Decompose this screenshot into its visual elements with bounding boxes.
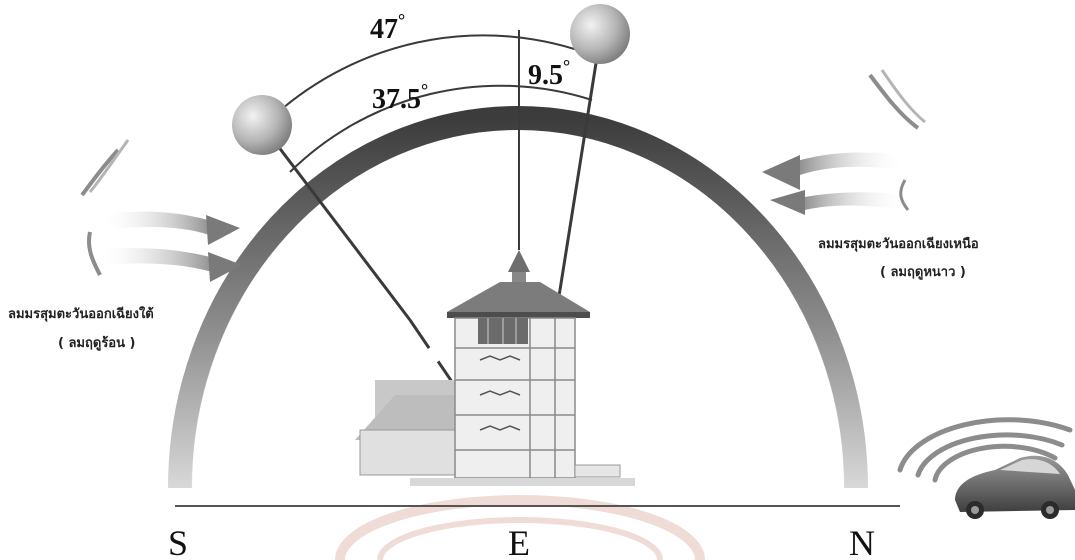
wind-label-northeast: ลมมรสุมตะวันออกเฉียงเหนือ <box>818 236 979 252</box>
wind-label-northeast-season: ( ลมฤดูหนาว ) <box>880 265 966 280</box>
car-icon <box>955 455 1075 519</box>
signal-rings-icon <box>897 417 1073 483</box>
sun-summer-solstice <box>570 4 630 64</box>
wind-arrows-northeast <box>762 69 926 215</box>
wind-label-southwest: ลมมรสุมตะวันออกเฉียงใต้ <box>8 305 154 322</box>
angle-label-9-5: 9.5° <box>528 56 570 91</box>
direction-label-east: E <box>508 523 530 560</box>
wind-label-southwest-season: ( ลมฤดูร้อน ) <box>58 335 135 351</box>
lower-rings <box>335 495 705 560</box>
angle-label-37-5: 37.5° <box>372 80 428 115</box>
wind-arrows-southwest <box>80 139 242 282</box>
building-illustration <box>355 250 635 486</box>
direction-label-south: S <box>168 523 188 560</box>
angle-arc-47 <box>282 34 593 109</box>
angle-arc-37-5 <box>289 84 593 173</box>
angle-label-47: 47° <box>370 10 405 45</box>
sun-winter-solstice <box>232 95 292 155</box>
direction-label-north: N <box>849 523 875 560</box>
